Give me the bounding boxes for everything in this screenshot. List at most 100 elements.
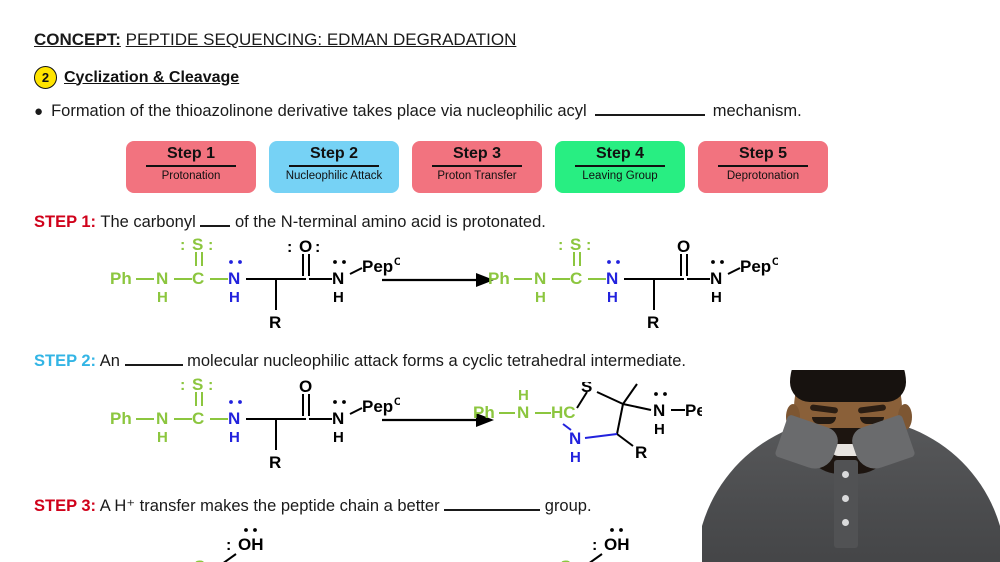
lone-pair-s-right: : [586,238,591,254]
atom-oh: OH [604,535,630,554]
lone-pair-s-left: : [180,378,185,394]
step-3-text-after: group. [544,497,592,515]
atom-h-green: H [535,289,546,306]
lone-pair-s-left: : [180,238,185,254]
atom-o: O [677,238,690,256]
lone-pair-namide-b [663,392,667,396]
atom-h-amide: H [711,289,722,306]
lone-pair-s-right: : [208,238,213,254]
atom-h-amide: H [333,429,344,446]
atom-h-ring: H [570,449,581,466]
atom-o: O [299,238,312,256]
lone-pair-n-b [238,260,242,264]
lone-pair-o-left: : [287,239,292,256]
step-box-3[interactable]: Step 3 Proton Transfer [412,141,542,193]
step-box-subtitle: Proton Transfer [437,170,517,183]
atom-s: S [570,238,581,254]
instructor-shirt-button-1 [842,471,849,478]
lone-pair-s-left: : [558,238,563,254]
concept-title: PEPTIDE SEQUENCING: EDMAN DEGRADATION [125,30,517,49]
step-box-title: Step 4 [595,145,644,162]
atom-h-green: H [157,289,168,306]
atom-c-green: C [192,269,204,288]
atom-n-blue: N [228,409,240,428]
bullet-text-before: Formation of the thioazolinone derivativ… [51,102,587,120]
step-2-tag: STEP 2: [34,352,97,370]
atom-n-amide: N [332,269,344,288]
atom-n-green: N [534,269,546,288]
step-box-subtitle: Protonation [161,170,221,183]
step-box-rule [718,165,808,168]
step-2-text-after: molecular nucleophilic attack forms a cy… [187,352,687,370]
step-box-title: Step 3 [452,145,501,162]
reaction-2-reactant: Ph N H C S : : N H R [100,378,400,478]
step-1-text-after: of the N-terminal amino acid is protonat… [234,213,546,231]
atom-pep: Pep [362,397,393,416]
atom-n-green: N [156,409,168,428]
atom-n-ring: N [569,429,581,448]
instructor-video-overlay[interactable] [702,370,1000,562]
reaction-1-arrow [378,268,496,292]
atom-n-blue: N [228,269,240,288]
step-3-blank [444,509,541,511]
lone-pair-namide-a [654,392,658,396]
step-2-sentence: STEP 2: An molecular nucleophilic attack… [34,352,686,371]
step-box-rule [575,165,665,168]
atom-ph: Ph [488,269,510,288]
atom-pep: Pep [740,257,771,276]
step-1-tag: STEP 1: [34,213,97,231]
step-box-rule [432,165,522,168]
lone-pair-namide-a [333,260,337,264]
lone-pair-oh-top-a [244,528,248,532]
lone-pair-namide-b [342,260,346,264]
instructor-shirt-button-2 [842,495,849,502]
reaction-2-arrow [378,408,496,432]
atom-c-green: C [570,269,582,288]
atom-pep: Pep [362,257,393,276]
lone-pair-partial: : [242,559,247,562]
atom-s-ring: S [581,382,592,396]
step-box-5[interactable]: Step 5 Deprotonation [698,141,828,193]
instructor-hair [790,370,906,402]
atom-o: O [299,378,312,396]
atom-s-partial: S [194,557,205,562]
atom-n-amide: N [653,401,665,420]
atom-r: R [269,453,281,472]
section-title: Cyclization & Cleavage [64,68,240,86]
step-box-2[interactable]: Step 2 Nucleophilic Attack [269,141,399,193]
atom-n-amide: N [710,269,722,288]
atom-pep-superscript: C [772,256,778,268]
step-box-title: Step 1 [166,145,215,162]
atom-h-blue: H [229,289,240,306]
step-box-rule [146,165,236,168]
atom-r: R [269,313,281,332]
bullet-text-after: mechanism. [712,102,802,120]
lone-pair-n-a [229,400,233,404]
atom-s: S [192,378,203,394]
reaction-3-product-partial: : OH S [560,524,750,562]
atom-oh: OH [238,535,264,554]
lone-pair-namide-a [333,400,337,404]
bullet-statement: ● Formation of the thioazolinone derivat… [34,102,802,121]
lone-pair-namide-a [711,260,715,264]
lone-pair-s-right: : [208,378,213,394]
lone-pair-namide-b [720,260,724,264]
section-heading: 2 Cyclization & Cleavage [34,66,239,89]
step-box-4[interactable]: Step 4 Leaving Group [555,141,685,193]
step-boxes-row: Step 1 Protonation Step 2 Nucleophilic A… [126,141,828,193]
reaction-1-product: Ph N H C S : : N H R [478,238,778,338]
section-number-badge: 2 [34,66,57,89]
atom-r: R [647,313,659,332]
atom-h-amide: H [654,421,665,438]
atom-r: R [635,443,647,462]
step-box-title: Step 5 [738,145,787,162]
atom-n-blue: N [606,269,618,288]
atom-pep-superscript: C [394,256,400,268]
lone-pair-o-right: : [315,239,320,256]
step-box-subtitle: Leaving Group [582,170,658,183]
step-1-text-before: The carbonyl [100,213,196,231]
atom-s-partial: S [560,557,571,562]
atom-ph: Ph [473,403,495,422]
step-box-1[interactable]: Step 1 Protonation [126,141,256,193]
step-2-blank [124,364,183,366]
